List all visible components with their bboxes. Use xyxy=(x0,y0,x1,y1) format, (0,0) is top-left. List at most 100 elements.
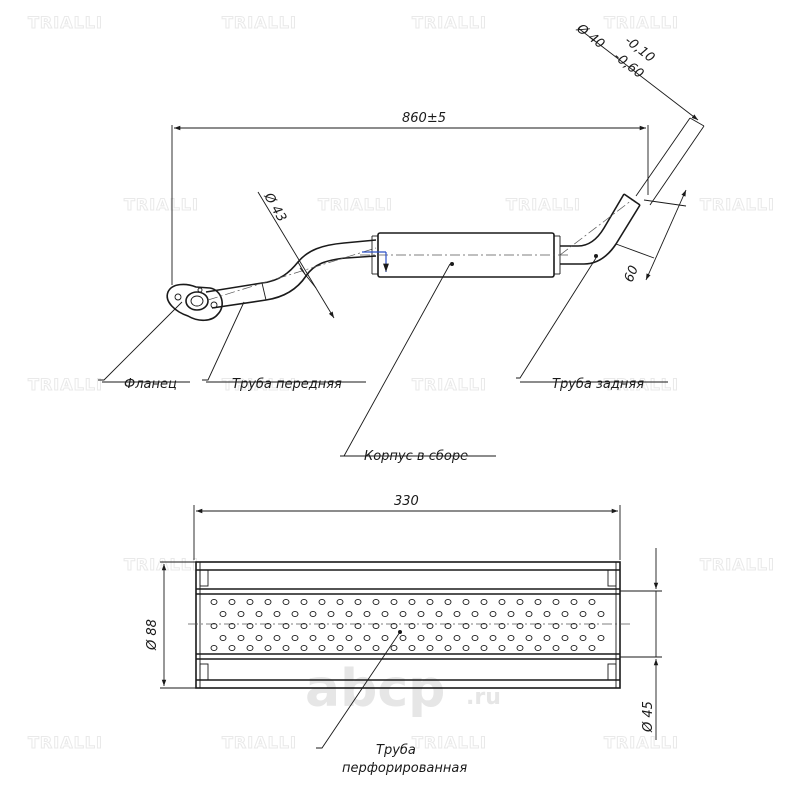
perforation-hole xyxy=(597,634,605,642)
perforation-hole xyxy=(255,610,263,618)
perforation-hole xyxy=(345,634,353,642)
perforation-hole xyxy=(264,598,272,606)
perforation-hole xyxy=(444,598,452,606)
perforation-hole xyxy=(336,622,344,630)
watermark: TRIALLI xyxy=(412,733,487,752)
perforation-hole xyxy=(390,644,398,652)
body-diameter-dimension: Ø 88 xyxy=(145,619,160,651)
perforation-hole xyxy=(219,634,227,642)
watermark: TRIALLI xyxy=(28,733,103,752)
label-flange: Фланец xyxy=(124,377,177,392)
perforation-hole xyxy=(273,610,281,618)
perforation-hole xyxy=(363,610,371,618)
perforation-hole xyxy=(372,622,380,630)
perforation-hole xyxy=(498,622,506,630)
perforation-hole xyxy=(282,598,290,606)
perforation-hole xyxy=(282,644,290,652)
perforation-hole xyxy=(228,644,236,652)
label-body-assembly: Корпус в сборе xyxy=(364,449,468,464)
outlet-diameter-leader xyxy=(577,27,699,121)
perforation-hole xyxy=(210,598,218,606)
perforation-hole xyxy=(561,634,569,642)
perforated-pipe-leader xyxy=(316,631,401,749)
flange-leader xyxy=(98,301,183,381)
pipe-diameter-dimension: Ø 45 xyxy=(641,701,656,733)
perforation-hole xyxy=(246,622,254,630)
perforation-hole xyxy=(318,622,326,630)
rear-pipe-leader xyxy=(516,257,597,379)
perforation-hole xyxy=(210,644,218,652)
label-perforated-pipe-line2: перфорированная xyxy=(342,761,467,776)
perforation-hole xyxy=(264,644,272,652)
rear-pipe xyxy=(559,193,641,265)
perforation-hole xyxy=(597,610,605,618)
perforation-hole xyxy=(399,634,407,642)
watermark: TRIALLI xyxy=(28,375,103,394)
front-pipe xyxy=(205,239,377,309)
flange xyxy=(166,283,223,322)
perforation-hole xyxy=(381,610,389,618)
perforation-hole xyxy=(534,644,542,652)
perforation-hole xyxy=(327,634,335,642)
perforation-hole xyxy=(444,622,452,630)
watermark: TRIALLI xyxy=(222,13,297,32)
watermark: TRIALLI xyxy=(506,195,581,214)
length-dimension: 860±5 xyxy=(402,111,446,126)
perforation-hole xyxy=(210,622,218,630)
perforation-hole xyxy=(579,610,587,618)
front-pipe-diameter-leader xyxy=(257,191,335,319)
perforation-hole xyxy=(390,598,398,606)
perforation-hole xyxy=(516,622,524,630)
perforation-hole xyxy=(300,622,308,630)
perforation-hole xyxy=(507,610,515,618)
perforation-hole xyxy=(300,644,308,652)
perforation-hole xyxy=(480,622,488,630)
perforation-hole xyxy=(525,610,533,618)
watermark: TRIALLI xyxy=(604,733,679,752)
perforation-hole xyxy=(354,622,362,630)
outlet-diameter-value: Ø 40 xyxy=(573,21,607,52)
label-front-pipe: Труба передняя xyxy=(232,377,342,392)
perforation-hole xyxy=(552,598,560,606)
perforation-hole xyxy=(462,598,470,606)
perforation-hole xyxy=(273,634,281,642)
watermark: TRIALLI xyxy=(318,195,393,214)
perforation-hole xyxy=(228,598,236,606)
perforation-hole xyxy=(309,634,317,642)
perforation-hole xyxy=(480,644,488,652)
perforation-hole xyxy=(570,644,578,652)
perforation-holes xyxy=(210,598,605,652)
muffler-body xyxy=(360,232,570,278)
perforation-hole xyxy=(588,644,596,652)
perforation-hole xyxy=(579,634,587,642)
perforation-hole xyxy=(462,644,470,652)
perforation-hole xyxy=(426,644,434,652)
perforation-hole xyxy=(444,644,452,652)
watermark: TRIALLI xyxy=(604,375,679,394)
perforation-hole xyxy=(237,634,245,642)
watermark: TRIALLI xyxy=(412,13,487,32)
perforation-hole xyxy=(516,644,524,652)
perforation-hole xyxy=(363,634,371,642)
perforation-hole xyxy=(534,598,542,606)
watermark: TRIALLI xyxy=(124,195,199,214)
perforation-hole xyxy=(462,622,470,630)
perforation-hole xyxy=(453,610,461,618)
perforation-hole xyxy=(525,634,533,642)
perforation-hole xyxy=(354,598,362,606)
watermark: TRIALLI xyxy=(700,195,775,214)
perforation-hole xyxy=(498,644,506,652)
perforation-hole xyxy=(372,644,380,652)
watermark-layer: TRIALLI TRIALLI TRIALLI TRIALLI TRIALLI … xyxy=(28,13,775,753)
label-rear-pipe: Труба задняя xyxy=(552,377,644,392)
front-pipe-diameter: Ø 43 xyxy=(260,190,289,225)
perforation-hole xyxy=(246,598,254,606)
perforation-hole xyxy=(552,622,560,630)
perforation-hole xyxy=(291,634,299,642)
perforation-hole xyxy=(336,598,344,606)
watermark: TRIALLI xyxy=(222,733,297,752)
perforation-hole xyxy=(498,598,506,606)
perforation-hole xyxy=(399,610,407,618)
perforation-hole xyxy=(246,644,254,652)
